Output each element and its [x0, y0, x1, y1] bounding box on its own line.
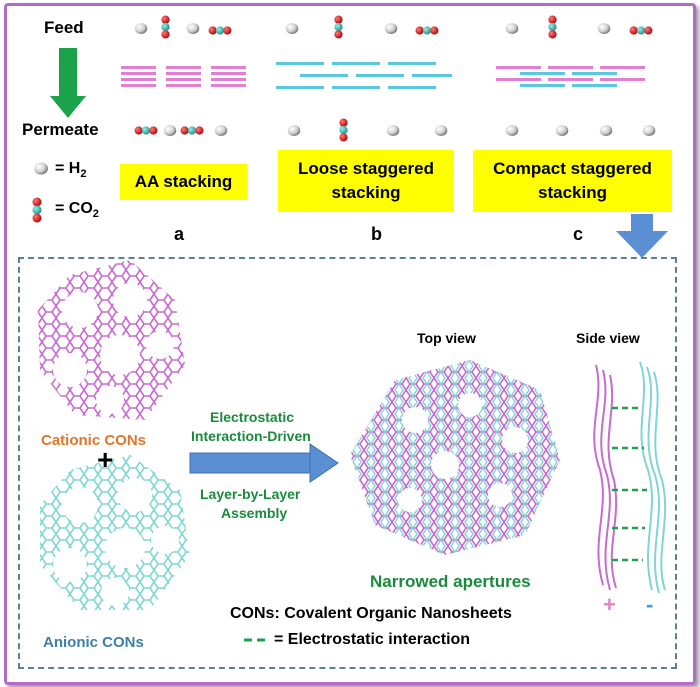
arrow-text-line1: Electrostatic	[210, 409, 295, 425]
top-view-label: Top view	[417, 330, 476, 346]
top-view-network	[345, 355, 565, 560]
blue-down-arrow	[616, 214, 668, 258]
assembly-arrow	[189, 443, 339, 483]
side-view-interaction-lines	[612, 406, 647, 562]
panel-letter-a: a	[174, 224, 185, 244]
plus-sign: +	[97, 444, 114, 475]
feed-arrow	[50, 48, 86, 118]
co2-legend-text: = CO2	[55, 200, 99, 221]
outer-frame	[4, 3, 696, 685]
arrow-text-line3: Layer-by-Layer	[200, 486, 301, 502]
legend-dash-text: = Electrostatic interaction	[274, 631, 471, 648]
panel-letter-b: b	[371, 224, 382, 244]
panel-letter-c: c	[573, 224, 584, 244]
legend-cons-text: CONs: Covalent Organic Nanosheets	[230, 605, 512, 622]
permeate-molecules	[134, 118, 656, 142]
arrow-text-line2: Interaction-Driven	[191, 428, 311, 444]
cationic-label: Cationic CONs	[41, 432, 147, 449]
feed-molecules	[134, 15, 653, 39]
h2-legend-text: = H2	[55, 160, 87, 181]
side-view-label: Side view	[576, 330, 640, 346]
anionic-label: Anionic CONs	[43, 634, 144, 651]
arrow-text-line4: Assembly	[221, 505, 288, 521]
side-view-cationic-layer	[593, 364, 618, 591]
cationic-network	[30, 255, 200, 430]
side-minus-sign: -	[646, 592, 654, 617]
feed-label: Feed	[44, 18, 84, 37]
h2-legend-icon	[34, 162, 48, 175]
aa-stacking-layers	[121, 66, 246, 87]
assembly-panel	[18, 257, 677, 669]
loose-staggered-layers	[276, 62, 452, 89]
permeate-label: Permeate	[22, 120, 99, 139]
aa-stacking-box: AA stacking	[120, 164, 247, 200]
side-plus-sign: +	[603, 592, 616, 617]
co2-legend-icon	[32, 197, 42, 223]
side-view-anionic-layer	[639, 361, 667, 594]
anionic-network	[30, 450, 200, 620]
compact-staggered-layers	[496, 66, 645, 87]
narrowed-apertures-label: Narrowed apertures	[370, 572, 531, 591]
